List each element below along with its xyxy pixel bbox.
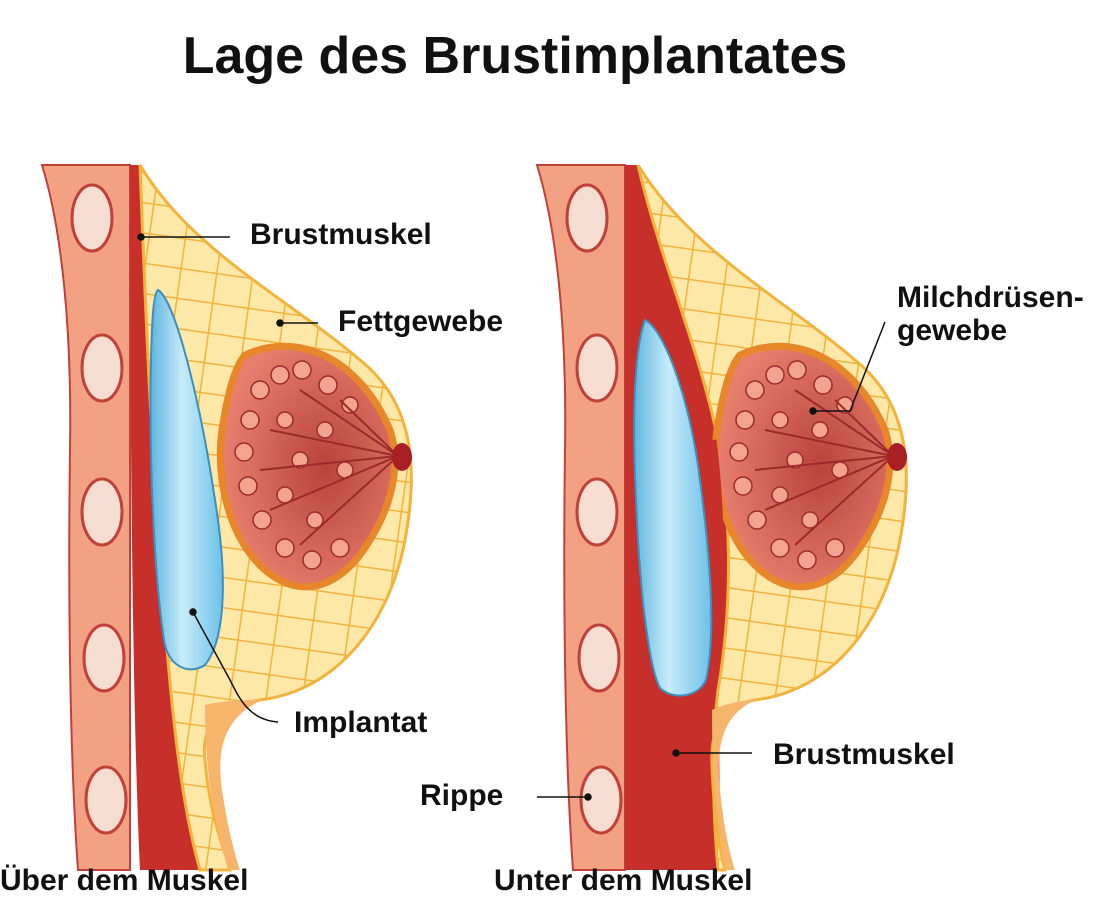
caption-left: Über dem Muskel: [0, 864, 249, 897]
label-milchdruesen-line1: Milchdrüsen-: [897, 281, 1084, 314]
pectoral-muscle-left: [130, 165, 230, 870]
label-brustmuskel-right: Brustmuskel: [773, 738, 955, 771]
implant-left: [149, 288, 224, 671]
ribs-right: [565, 183, 623, 835]
label-milchdruesen-line2: gewebe: [897, 314, 1008, 347]
left-breast-illustration: [40, 164, 413, 872]
leaders-left: [137, 233, 318, 723]
leaders-right: [537, 321, 886, 801]
nipple-left: [392, 443, 412, 471]
implant-right: [633, 318, 713, 697]
right-breast-illustration: [535, 164, 908, 872]
label-brustmuskel-left: Brustmuskel: [250, 218, 432, 251]
caption-right: Unter dem Muskel: [494, 864, 753, 897]
ribs-left: [70, 183, 128, 835]
label-implantat: Implantat: [294, 706, 428, 739]
nipple-right: [887, 443, 907, 471]
diagram-title: Lage des Brustimplantates: [182, 27, 848, 85]
label-fettgewebe: Fettgewebe: [338, 305, 504, 338]
label-rippe: Rippe: [420, 779, 504, 812]
